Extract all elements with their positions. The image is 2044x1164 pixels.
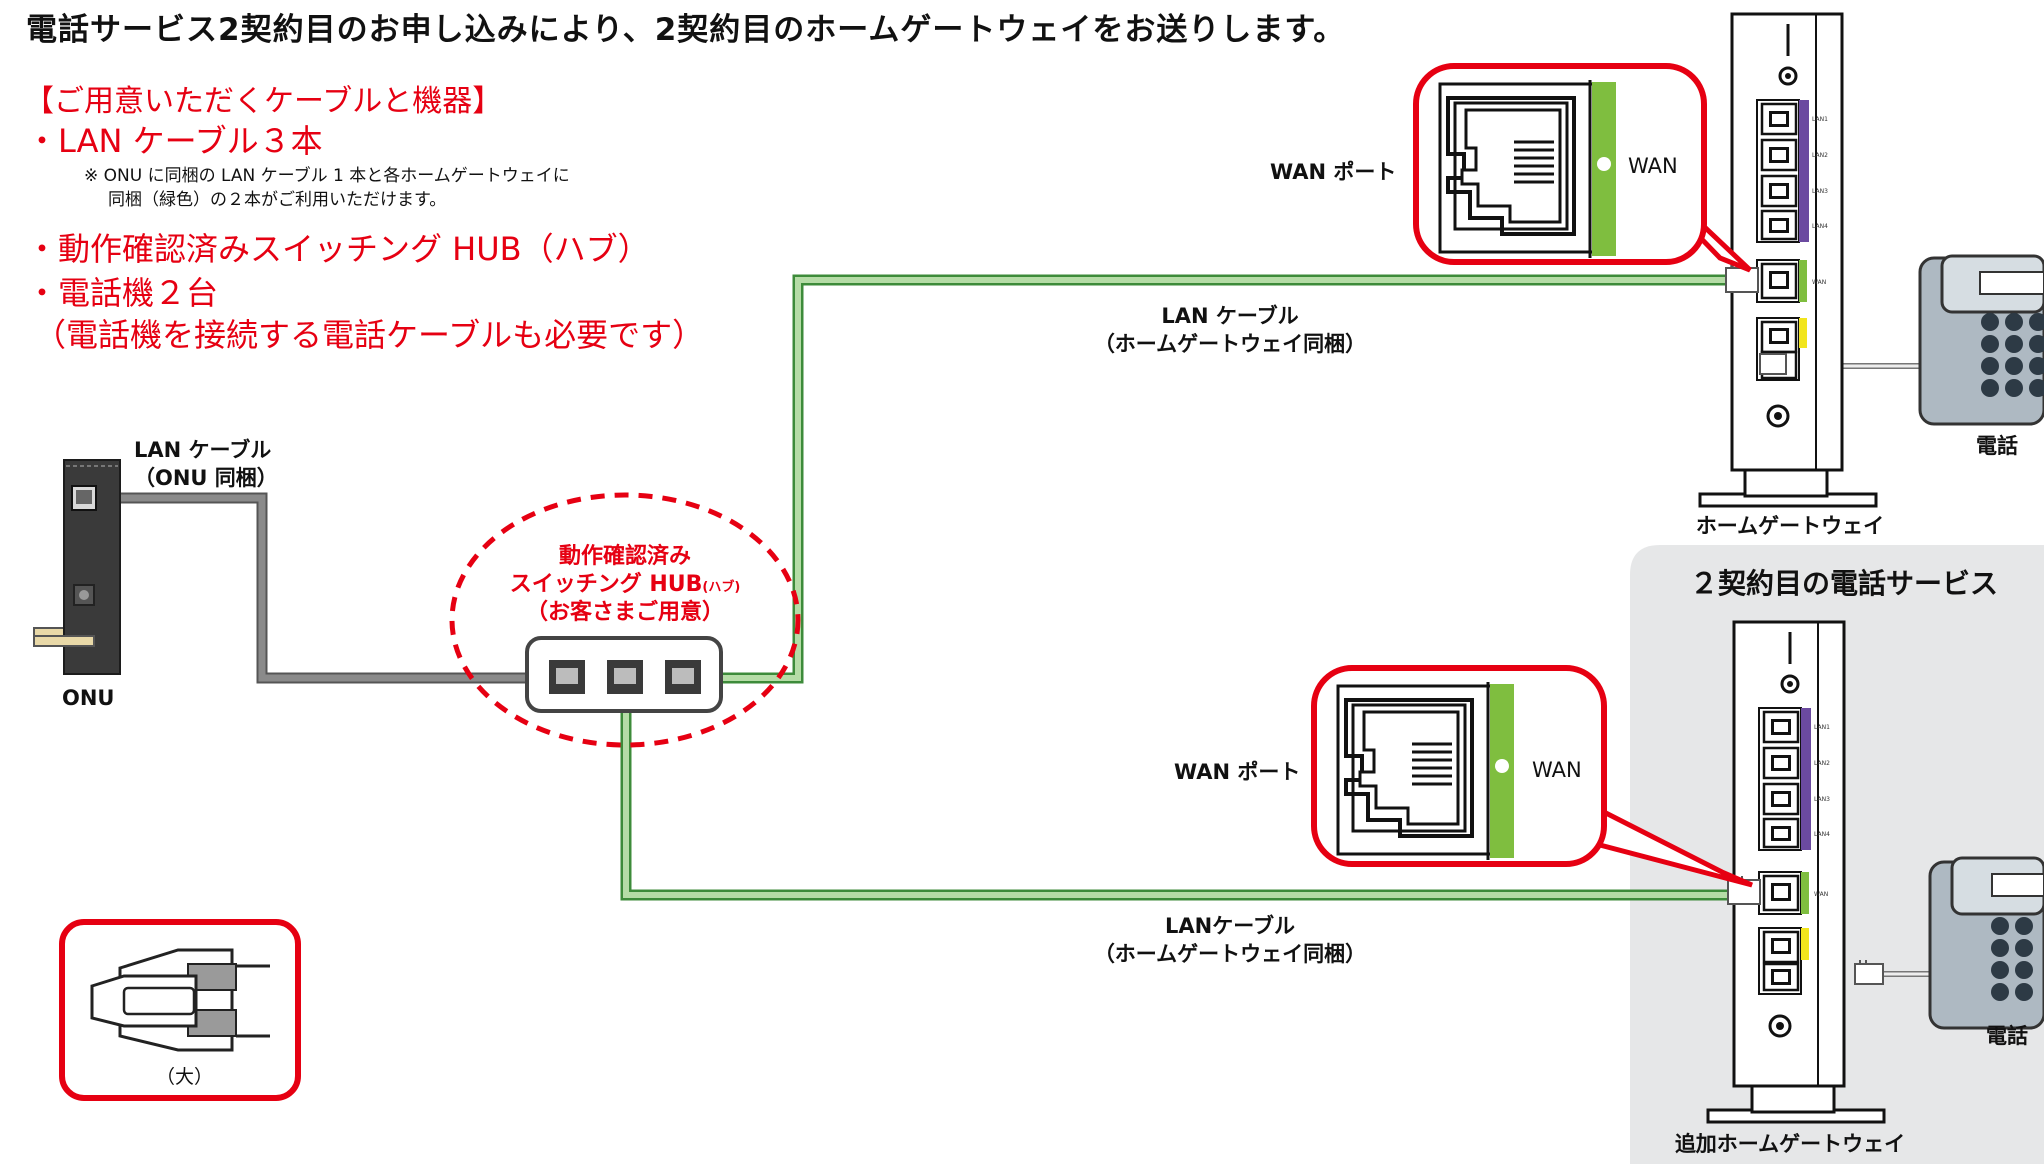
svg-text:WAN: WAN (1814, 891, 1828, 898)
svg-text:LAN3: LAN3 (1812, 188, 1828, 195)
svg-text:LAN3: LAN3 (1814, 796, 1830, 803)
requirement-note-line1: ※ ONU に同梱の LAN ケーブル 1 本と各ホームゲートウェイに (84, 166, 570, 186)
top-lan-cable (700, 274, 1728, 684)
phone-top (1918, 254, 2044, 426)
top-cable-label-line1: LAN ケーブル (1161, 304, 1299, 328)
requirement-switching-hub: ・動作確認済みスイッチング HUB（ハブ） (26, 230, 650, 268)
onu-label: ONU (62, 686, 115, 710)
hub-label-line2: スイッチング HUB(ハブ) (465, 570, 785, 602)
requirements-heading: 【ご用意いただくケーブルと機器】 (24, 84, 503, 119)
bottom-gateway-label: 追加ホームゲートウェイ (1674, 1132, 1906, 1156)
top-wan-port-label: WAN ポート (1270, 160, 1397, 184)
top-cable-label-line2: （ホームゲートウェイ同梱） (1093, 332, 1367, 356)
svg-text:LAN2: LAN2 (1814, 760, 1830, 767)
onu-lan-cable (92, 492, 555, 684)
top-gateway-label: ホームゲートウェイ (1695, 514, 1885, 538)
hub-label-line3: （お客さまご用意） (525, 600, 724, 625)
requirement-note-line2: 同梱（緑色）の２本がご利用いただけます。 (108, 190, 447, 210)
hub-label-main: スイッチング HUB (509, 572, 703, 597)
home-gateway-top: LAN1 LAN2 LAN3 LAN4 WAN (1698, 12, 1878, 508)
top-wan-text: WAN (1628, 154, 1678, 178)
hub-port-3 (665, 660, 701, 694)
bottom-cable-label-line1: LANケーブル (1165, 914, 1295, 938)
hub-label-line1: 動作確認済み (558, 544, 691, 569)
bottom-wan-callout (1311, 665, 1753, 888)
bottom-cable-label-line2: （ホームゲートウェイ同梱） (1093, 942, 1367, 966)
plug-size-label: （大） (156, 1066, 214, 1088)
onu-cable-label-line1: LAN ケーブル (134, 438, 272, 462)
svg-text:LAN4: LAN4 (1812, 223, 1828, 230)
bottom-lan-cable (620, 690, 1728, 901)
bottom-phone-plug (1854, 960, 1884, 985)
onu-device (33, 459, 121, 675)
home-gateway-bottom: LAN1 LAN2 LAN3 LAN4 WAN (1706, 620, 1886, 1124)
svg-text:LAN4: LAN4 (1814, 831, 1830, 838)
hub-highlight-ellipse (449, 492, 801, 748)
hub-label-small: (ハブ) (702, 580, 741, 595)
bottom-wan-text: WAN (1532, 758, 1582, 782)
requirement-lan-cables: ・LAN ケーブル３本 (26, 122, 323, 160)
svg-text:LAN1: LAN1 (1814, 724, 1830, 731)
top-phone-label: 電話 (1976, 434, 2018, 458)
top-wan-callout (1413, 63, 1752, 273)
svg-text:WAN: WAN (1812, 279, 1826, 286)
bottom-wan-port-label: WAN ポート (1174, 760, 1301, 784)
switching-hub (525, 636, 723, 713)
hub-port-2 (607, 660, 643, 694)
phone-bottom (1928, 856, 2044, 1030)
second-contract-service-title: ２契約目の電話サービス (1690, 567, 1999, 600)
svg-text:LAN2: LAN2 (1812, 152, 1828, 159)
hub-port-1 (549, 660, 585, 694)
bottom-phone-label: 電話 (1986, 1024, 2028, 1048)
requirement-phone-cable-note: （電話機を接続する電話ケーブルも必要です） (34, 316, 705, 354)
page-title: 電話サービス2契約目のお申し込みにより、2契約目のホームゲートウェイをお送りしま… (26, 12, 1346, 48)
requirement-phones: ・電話機２台 (26, 274, 219, 312)
svg-text:LAN1: LAN1 (1812, 116, 1828, 123)
onu-cable-label-line2: （ONU 同梱） (134, 466, 278, 490)
lan-plug-illustration (59, 919, 301, 1101)
